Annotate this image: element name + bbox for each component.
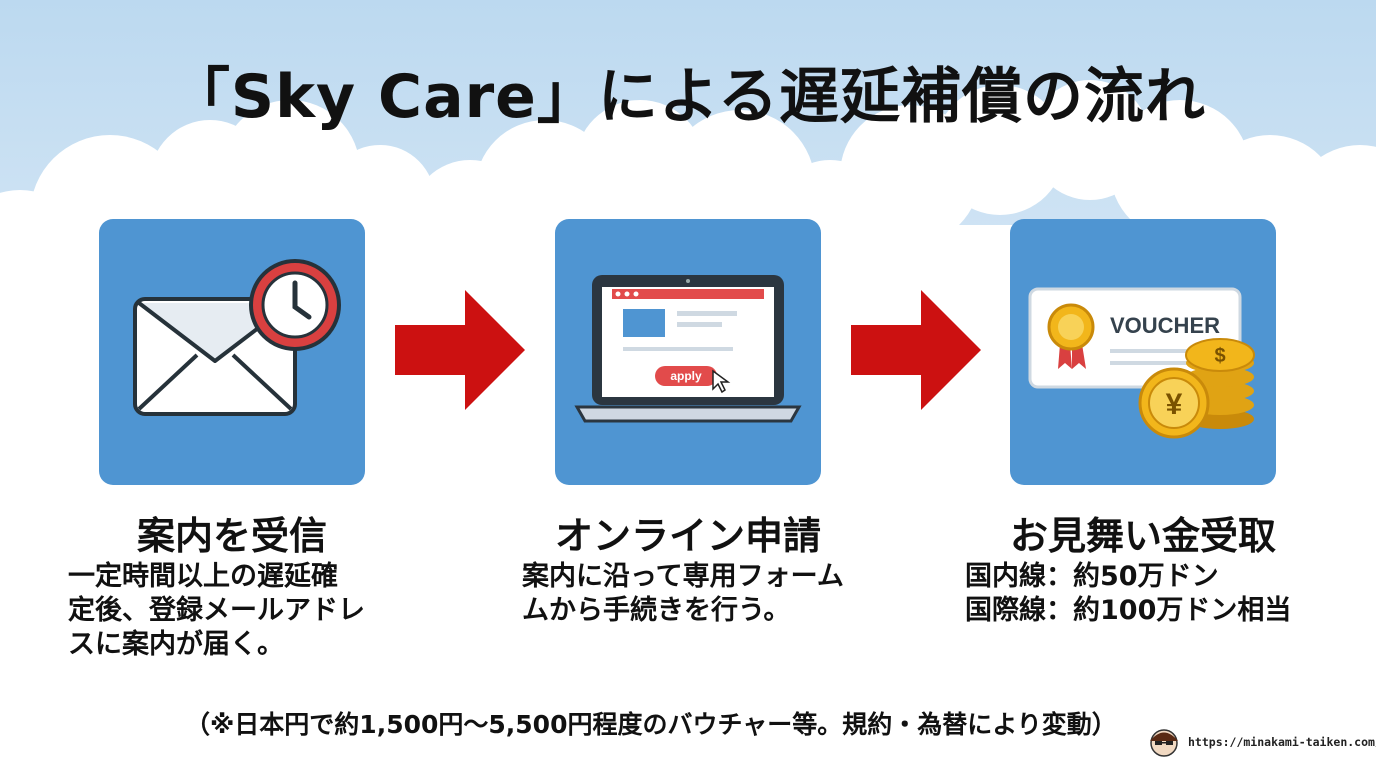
voucher-label: VOUCHER xyxy=(1110,313,1220,338)
step-3-description: 国内線：約50万ドン 国際線：約100万ドン相当 xyxy=(965,560,1291,628)
step-3-title: お見舞い金受取 xyxy=(1009,514,1276,558)
step-2-title: オンライン申請 xyxy=(554,514,821,558)
step-3-line: 国内線：約50万ドン xyxy=(965,561,1219,592)
step-1-card xyxy=(99,219,365,485)
arrow-right-icon xyxy=(395,290,525,410)
site-url-link[interactable]: https://minakami-taiken.com/ xyxy=(1188,735,1376,749)
step-1-description: 一定時間以上の遅延確 定後、登録メールアドレ スに案内が届く。 xyxy=(68,560,365,662)
step-3-line: 国際線：約100万ドン相当 xyxy=(965,595,1292,626)
avatar-icon xyxy=(1150,729,1178,757)
step-2-line: ムから手続きを行う。 xyxy=(522,595,791,626)
page-title: 「Sky Care」による遅延補償の流れ xyxy=(169,62,1207,132)
step-3-card: VOUCHER $ ¥ xyxy=(1010,219,1276,485)
arrow-right-icon-2 xyxy=(851,290,981,410)
site-badge: https://minakami-taiken.com/ xyxy=(1142,726,1376,758)
yen-coin-symbol: ¥ xyxy=(1166,388,1183,421)
step-2-line: 案内に沿って専用フォーム xyxy=(522,561,844,592)
apply-label: apply xyxy=(670,369,702,383)
step-1-line: スに案内が届く。 xyxy=(68,629,284,660)
laptop-icon: apply xyxy=(574,275,802,423)
step-2-card: apply xyxy=(555,219,821,485)
footnote: （※日本円で約1,500円〜5,500円程度のバウチャー等。規約・為替により変動… xyxy=(185,710,1117,739)
dollar-coin-symbol: $ xyxy=(1214,345,1225,367)
voucher-coins-icon: VOUCHER $ ¥ xyxy=(1028,287,1255,439)
envelope-clock-icon xyxy=(133,259,341,416)
step-1-title: 案内を受信 xyxy=(136,514,327,558)
step-1-line: 定後、登録メールアドレ xyxy=(68,595,365,626)
step-1-line: 一定時間以上の遅延確 xyxy=(68,561,338,592)
cursor-icon xyxy=(712,369,731,394)
step-2-description: 案内に沿って専用フォーム ムから手続きを行う。 xyxy=(522,560,844,628)
apply-button[interactable] xyxy=(655,366,717,386)
